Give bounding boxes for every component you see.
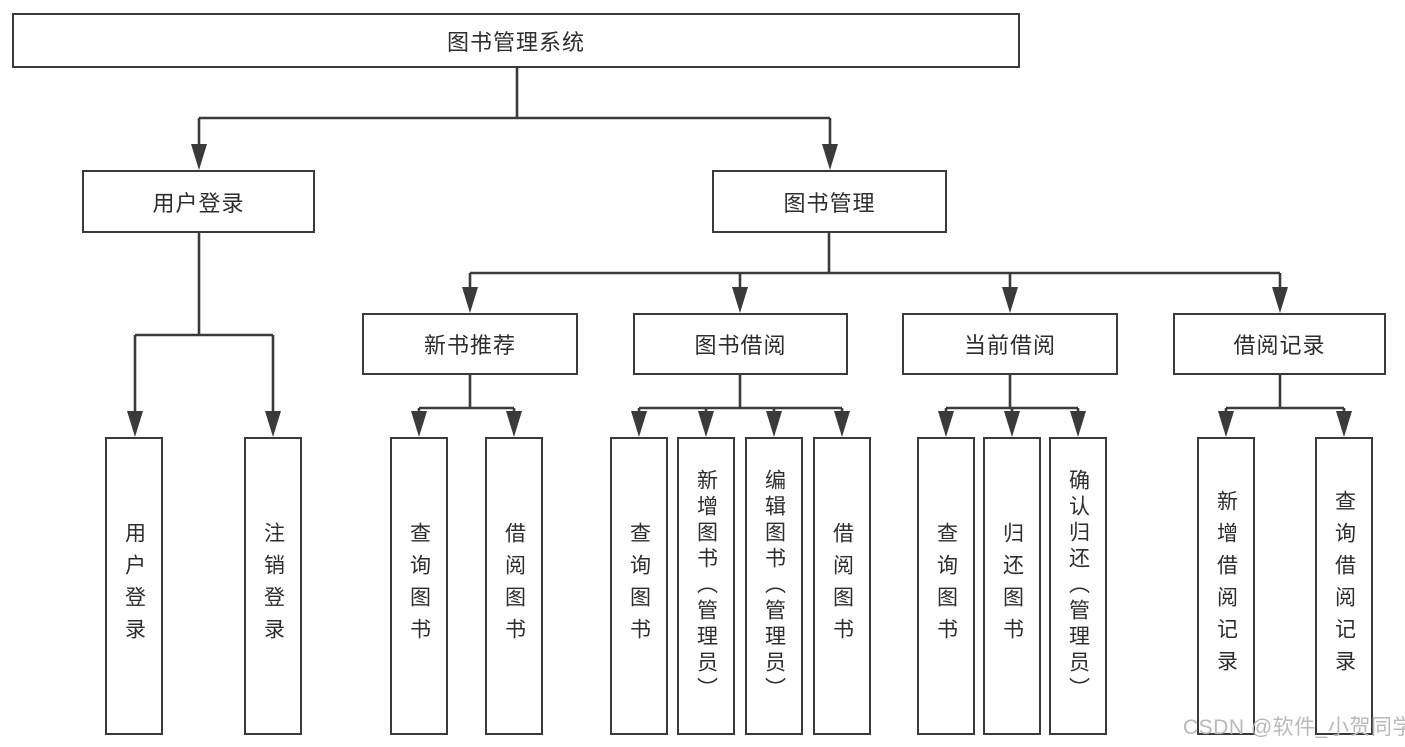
node-leaf-add-borrow-record: 新增借阅记录 [1197,437,1255,735]
node-label: 编辑图书（管理员） [762,469,786,703]
node-borrowing-records: 借阅记录 [1173,313,1386,375]
node-book-management: 图书管理 [712,170,947,233]
node-label: 注销登录 [261,522,285,650]
node-label: 归还图书 [1000,522,1024,650]
node-label: 新增借阅记录 [1214,490,1238,682]
csdn-watermark: CSDN @软件_小贺同学 [1183,716,1405,739]
node-library-management-system: 图书管理系统 [12,13,1020,68]
node-label: 用户登录 [152,190,245,216]
node-leaf-query-borrow-record: 查询借阅记录 [1315,437,1373,735]
node-label: 确认归还（管理员） [1066,469,1090,703]
node-label: 查询图书 [934,522,958,650]
node-book-borrowing: 图书借阅 [633,313,848,375]
node-leaf-query-books-borrow: 查询图书 [610,437,668,735]
node-label: 图书管理 [783,190,876,216]
node-label: 借阅记录 [1233,333,1326,358]
node-leaf-add-books-admin: 新增图书（管理员） [677,437,735,735]
node-label: 图书管理系统 [446,29,585,55]
node-leaf-borrow-books: 借阅图书 [813,437,871,735]
node-label: 新增图书（管理员） [694,469,718,703]
node-leaf-query-books-recommend: 查询图书 [390,437,448,735]
node-new-book-recommendation: 新书推荐 [362,313,578,375]
node-label: 查询图书 [407,522,431,650]
node-leaf-return-books: 归还图书 [983,437,1041,735]
node-leaf-borrow-books-recommend: 借阅图书 [485,437,543,735]
node-leaf-query-books-current: 查询图书 [917,437,975,735]
node-label: 当前借阅 [963,333,1056,358]
node-leaf-confirm-return-admin: 确认归还（管理员） [1049,437,1107,735]
node-user-login: 用户登录 [82,170,315,233]
node-current-borrowing: 当前借阅 [902,313,1118,375]
node-label: 借阅图书 [502,522,526,650]
node-label: 借阅图书 [830,522,854,650]
node-label: 用户登录 [122,522,146,650]
node-label: 查询借阅记录 [1332,490,1356,682]
node-label: 图书借阅 [694,333,787,358]
node-leaf-edit-books-admin: 编辑图书（管理员） [745,437,803,735]
node-leaf-user-login: 用户登录 [105,437,163,735]
node-leaf-logout: 注销登录 [244,437,302,735]
node-label: 新书推荐 [423,333,516,358]
node-label: 查询图书 [627,522,651,650]
